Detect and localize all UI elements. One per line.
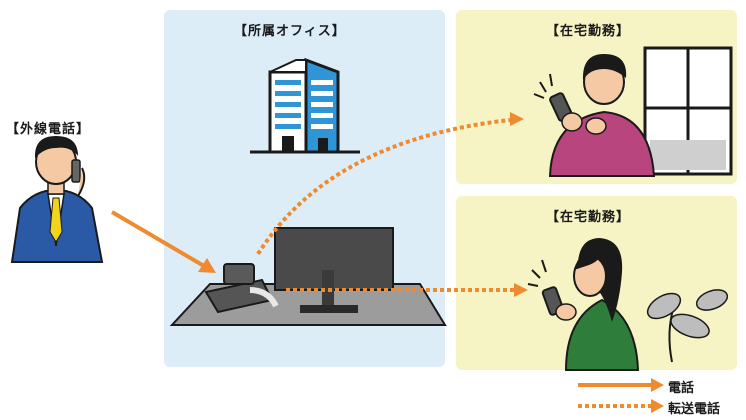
- legend-call-label: 電話: [668, 381, 695, 396]
- remote-worker-top-icon: [533, 46, 733, 177]
- legend-forward-swatch: [578, 399, 664, 413]
- remote-label-top: 【在宅勤務】: [546, 24, 631, 39]
- desk-phone-icon: [204, 263, 279, 314]
- monitor-icon: [274, 227, 394, 313]
- office-building-icon: [250, 57, 360, 154]
- remote-label-bottom: 【在宅勤務】: [546, 210, 631, 225]
- legend-call-swatch: [578, 378, 664, 392]
- remote-worker-bottom-icon: [527, 238, 729, 371]
- office-label: 【所属オフィス】: [234, 24, 346, 39]
- caller-label: 【外線電話】: [6, 122, 91, 137]
- call-arrow: [110, 210, 216, 273]
- legend-forward-label: 転送電話: [668, 402, 721, 417]
- caller-person-icon: [10, 136, 104, 263]
- forward-arrow-top: [256, 112, 524, 256]
- forward-arrow-bottom: [286, 283, 528, 297]
